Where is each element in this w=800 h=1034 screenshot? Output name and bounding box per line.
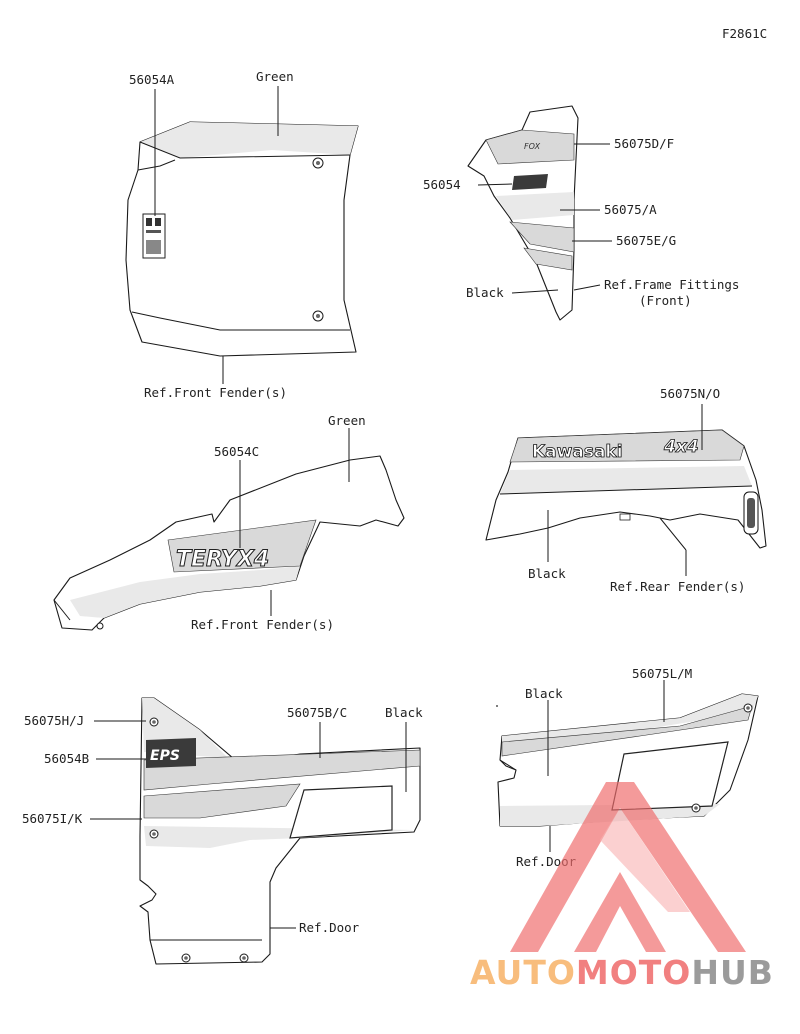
rear-fender-part: Kawasaki 4x4	[485, 429, 767, 549]
label-56075IK: 56075I/K	[22, 811, 83, 826]
kawasaki-decal-text: Kawasaki	[532, 442, 623, 462]
figure-code: F2861C	[722, 26, 767, 41]
label-56075LM: 56075L/M	[632, 666, 692, 681]
4x4-decal-text: 4x4	[663, 437, 699, 457]
label-56075EG: 56075E/G	[616, 233, 676, 248]
label-ref-frame-fittings-1: Ref.Frame Fittings	[604, 277, 739, 292]
label-ref-front-fender-1: Ref.Front Fender(s)	[144, 385, 287, 400]
label-56054: 56054	[423, 177, 461, 192]
label-56054A: 56054A	[129, 72, 175, 87]
right-door-panel-part	[497, 693, 759, 827]
label-black-4: Black	[525, 686, 563, 701]
front-fender-side-part: TERYX4	[53, 455, 405, 631]
fox-logo-decal	[512, 174, 548, 190]
label-black-3: Black	[385, 705, 423, 720]
label-ref-rear-fender: Ref.Rear Fender(s)	[610, 579, 745, 594]
small-logo-text: FOX	[524, 142, 541, 151]
frame-fitting-part: FOX	[467, 105, 579, 321]
label-56075HJ: 56075H/J	[24, 713, 84, 728]
watermark-hub: HUB	[691, 953, 774, 992]
label-56075BC: 56075B/C	[287, 705, 347, 720]
label-56054C: 56054C	[214, 444, 259, 459]
label-56054B: 56054B	[44, 751, 89, 766]
eps-logo-decal	[146, 738, 196, 768]
svg-text:AUTOMOTOHUB: AUTOMOTOHUB	[470, 953, 774, 992]
label-56075NO: 56075N/O	[660, 386, 720, 401]
label-56075DF: 56075D/F	[614, 136, 674, 151]
watermark-auto: AUTO	[470, 953, 576, 992]
label-ref-frame-fittings-2: (Front)	[639, 293, 692, 308]
left-door-panel-part: EPS	[139, 697, 421, 965]
front-hood-part	[125, 121, 359, 357]
label-green-2: Green	[328, 413, 366, 428]
label-black-1: Black	[466, 285, 504, 300]
label-black-2: Black	[528, 566, 566, 581]
label-ref-door-1: Ref.Door	[299, 920, 360, 935]
watermark-moto: MOTO	[576, 953, 691, 992]
label-56075A: 56075/A	[604, 202, 657, 217]
automotohub-watermark: AUTOMOTOHUB	[470, 782, 774, 992]
teryx-logo-decal: TERYX4	[176, 547, 269, 572]
watermark-triangle-logo	[510, 782, 746, 952]
label-ref-front-fender-2: Ref.Front Fender(s)	[191, 617, 334, 632]
label-green-1: Green	[256, 69, 294, 84]
eps-logo-text: EPS	[150, 748, 180, 764]
